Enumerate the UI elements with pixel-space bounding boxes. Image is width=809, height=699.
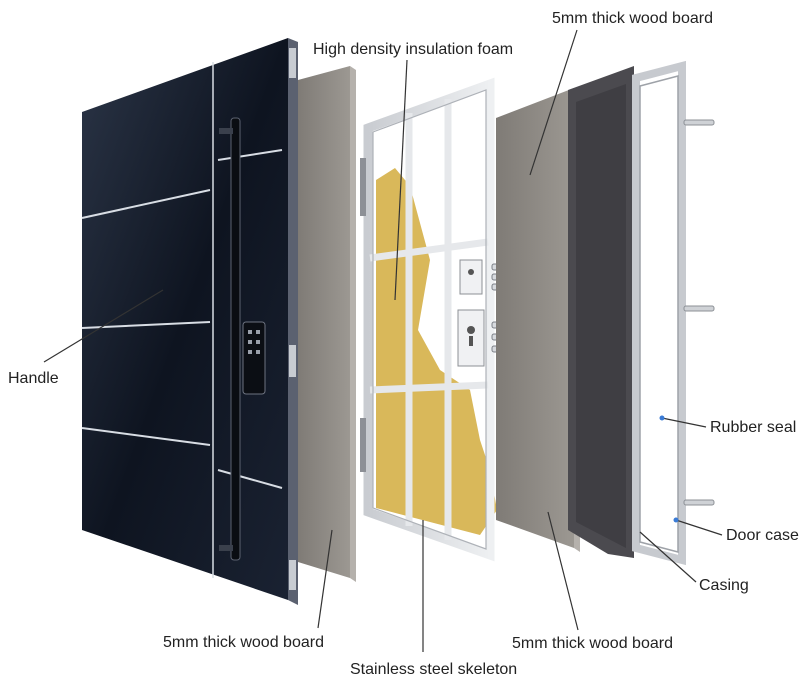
hinge-pins [289,48,296,590]
leader-handle [43,289,164,363]
wood-board-back [496,88,580,552]
label-insulation-foam: High density insulation foam [313,41,514,58]
label-door-case: Door case [726,527,799,544]
wood-board-front [298,66,356,582]
leader-door-case [675,519,723,536]
front-door-panel [81,38,298,605]
lock-box-lower [457,309,485,367]
label-skeleton: Stainless steel skeleton [350,661,518,678]
lock-box-upper [459,259,483,295]
leader-lines [43,29,723,652]
inner-casing-panel [568,66,634,558]
leader-rubber-seal [661,417,707,428]
frame-hinges [360,158,366,472]
pointer-dots [659,415,679,523]
steel-skeleton [360,77,507,562]
label-casing: Casing [699,577,749,594]
door-edge [288,38,298,605]
leader-casing [639,531,697,583]
skeleton-bars [369,99,489,540]
door-face [82,38,288,600]
label-wood-board-bottom-right: 5mm thick wood board [512,635,673,652]
label-handle: Handle [8,370,59,387]
door-trim-strips [81,149,283,489]
skeleton-outer-frame [363,77,495,562]
label-rubber-seal: Rubber seal [710,419,797,436]
pull-handle [219,117,266,561]
leader-wood-bottom-left [317,529,333,629]
leader-insulation [394,59,408,301]
skeleton-bar-shadows [372,89,487,550]
label-wood-board-bottom-left: 5mm thick wood board [163,634,324,651]
leader-wood-top [529,29,578,176]
label-wood-board-top: 5mm thick wood board [552,10,713,27]
door-case-frame [632,60,715,566]
leader-wood-bottom-right [547,511,579,631]
